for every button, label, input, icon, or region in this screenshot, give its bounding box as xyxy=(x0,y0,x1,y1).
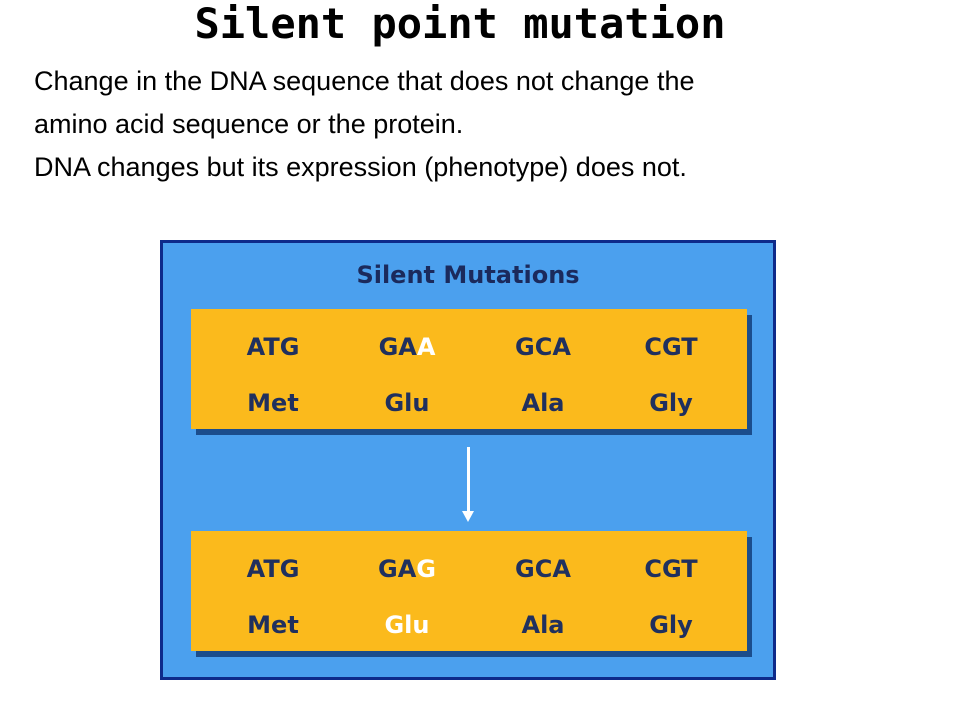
page-title: Silent point mutation xyxy=(194,0,726,48)
amino-acid-2-original: Glu xyxy=(384,389,430,417)
description-line-3: DNA changes but its expression (phenotyp… xyxy=(34,152,687,182)
amino-acid-4-mutated: Gly xyxy=(649,611,693,639)
amino-acid-3-mutated: Ala xyxy=(521,611,565,639)
mutated-base: G xyxy=(416,555,436,583)
silent-mutation-diagram: Silent Mutations ATG GAA GCA CGT Met Glu… xyxy=(160,240,776,680)
description: Change in the DNA sequence that does not… xyxy=(34,60,924,189)
description-line-2: amino acid sequence or the protein. xyxy=(34,109,464,139)
codon-4-mutated: CGT xyxy=(644,555,698,583)
codon-4-original: CGT xyxy=(644,333,698,361)
codon-1-mutated: ATG xyxy=(246,555,300,583)
amino-acid-1-mutated: Met xyxy=(247,611,299,639)
amino-acid-1-original: Met xyxy=(247,389,299,417)
diagram-title: Silent Mutations xyxy=(356,261,580,289)
down-arrow-icon xyxy=(462,447,474,522)
codon-2-mutated: GAG xyxy=(378,555,436,583)
codon-3-original: GCA xyxy=(515,333,571,361)
mutated-base: A xyxy=(416,333,436,361)
amino-acid-3-original: Ala xyxy=(521,389,565,417)
codon-1-original: ATG xyxy=(246,333,300,361)
amino-acid-2-mutated: Glu xyxy=(384,611,430,639)
original-sequence-panel: ATG GAA GCA CGT Met Glu Ala Gly xyxy=(191,309,747,429)
codon-2-original: GAA xyxy=(378,333,436,361)
mutated-sequence-panel: ATG GAG GCA CGT Met Glu Ala Gly xyxy=(191,531,747,651)
codon-3-mutated: GCA xyxy=(515,555,571,583)
amino-acid-4-original: Gly xyxy=(649,389,693,417)
description-line-1: Change in the DNA sequence that does not… xyxy=(34,66,695,96)
